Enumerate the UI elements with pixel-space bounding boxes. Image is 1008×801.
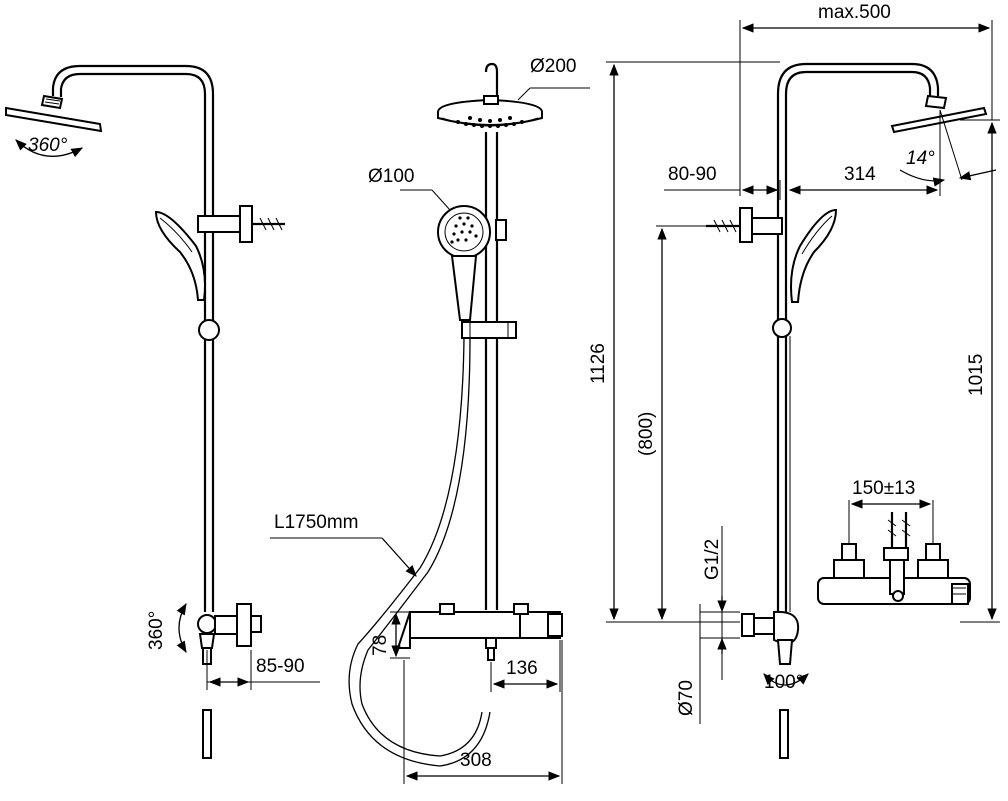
right-side-view: max.500 14° 80-90 314 <box>588 2 1000 759</box>
right-valve <box>741 610 800 665</box>
front-shower-head <box>437 95 543 128</box>
front-hand-shower <box>437 205 507 321</box>
total-width-label: 308 <box>460 750 492 771</box>
escutcheon-diameter-label: Ø70 <box>676 680 697 716</box>
front-view: Ø200 Ø100 L1750mm <box>270 56 590 784</box>
front-hose <box>348 337 491 767</box>
left-valve-rotation-arrow <box>176 602 187 654</box>
valve-height-label: 78 <box>370 635 391 656</box>
left-side-view: 360° 360° 85-90 <box>5 64 320 759</box>
bracket-distance-label: 80-90 <box>668 164 717 185</box>
left-valve-rotation-label: 360° <box>146 611 167 650</box>
rail-height-label: (800) <box>636 412 657 456</box>
inset-thermostat <box>817 512 971 605</box>
right-hand-shower <box>790 208 838 303</box>
right-slider <box>772 318 792 338</box>
head-height-label: 1015 <box>966 354 987 396</box>
left-wall-distance-label: 85-90 <box>256 656 305 677</box>
left-valve <box>197 603 262 665</box>
tilt-angle-label: 14° <box>906 148 935 169</box>
connection-spacing-label: 150±13 <box>852 478 915 499</box>
hand-rotation-label: 100° <box>764 672 803 693</box>
left-hose-end <box>202 709 212 759</box>
arm-length-label: 314 <box>844 164 876 185</box>
right-hose-end <box>779 709 789 759</box>
front-valve <box>396 603 563 661</box>
total-height-label: 1126 <box>588 343 609 384</box>
left-hand-shower <box>154 210 206 301</box>
connection-thread-label: G1/2 <box>702 539 723 580</box>
left-shower-arm <box>51 64 215 328</box>
left-slider <box>198 319 220 341</box>
front-slider <box>461 321 517 339</box>
hose-length-label: L1750mm <box>274 512 359 533</box>
right-shower-head <box>890 94 988 134</box>
left-rotation-label: 360° <box>28 135 68 156</box>
left-shower-head <box>5 94 103 133</box>
right-holder <box>706 207 783 243</box>
head-diameter-label: Ø200 <box>530 56 576 77</box>
left-holder <box>197 205 285 243</box>
spout-offset-label: 136 <box>506 658 538 679</box>
right-shower-arm <box>776 62 940 612</box>
left-rotation-arrow <box>15 139 84 158</box>
hand-diameter-label: Ø100 <box>368 166 414 187</box>
max-reach-label: max.500 <box>818 2 891 23</box>
